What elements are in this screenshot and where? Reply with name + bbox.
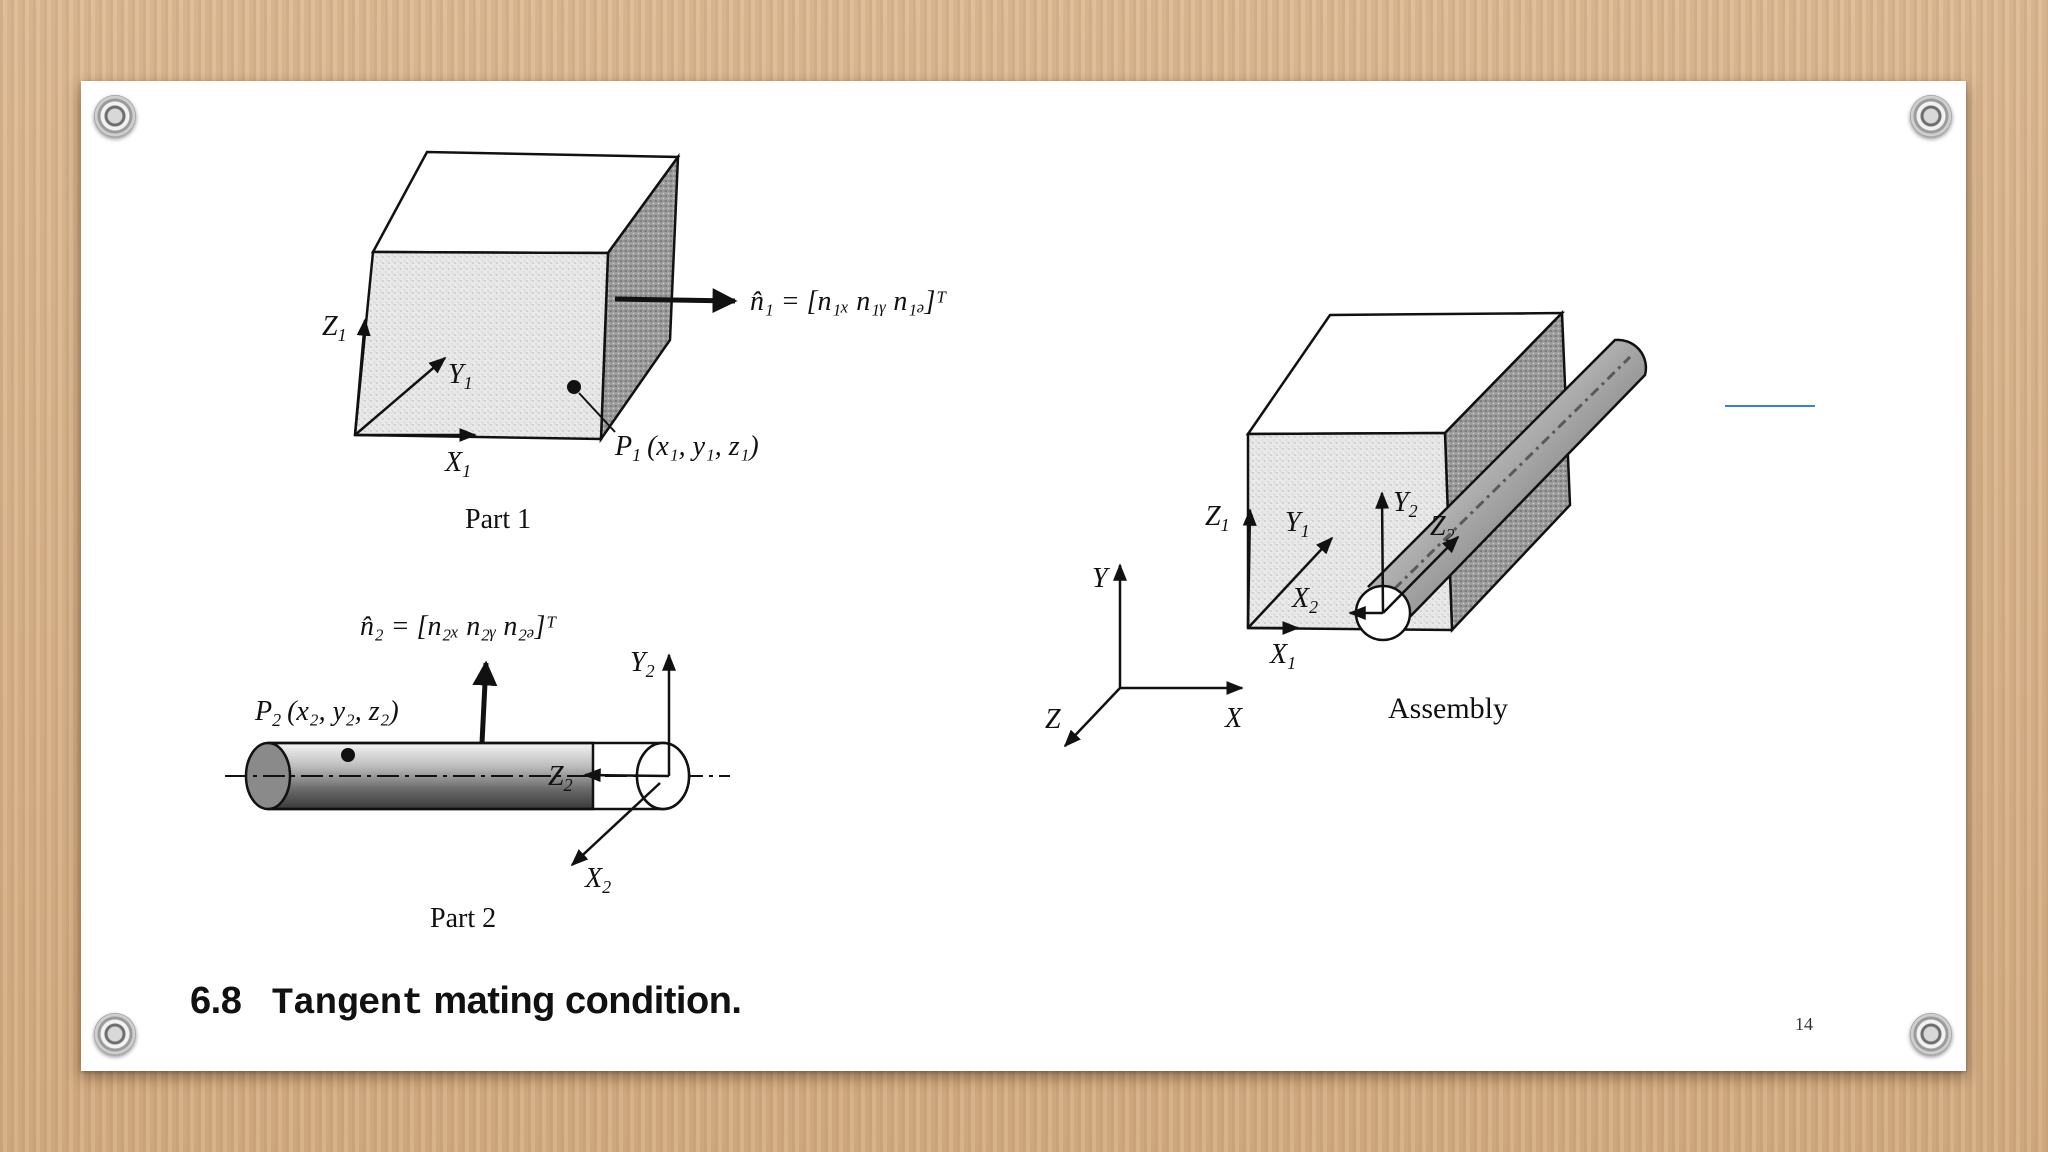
part1-normal-label: n̂₁ = [n₁ₓ n₁ᵧ n₁ₔ]ᵀ: [750, 286, 947, 317]
figure-image: Z1 Y1 X1 P1(x₁, y₁, z₁) n̂₁ = [n₁ₓ n₁ᵧ n…: [190, 135, 1725, 1055]
part1-axes: [353, 318, 477, 442]
rivet-top-left-icon: [94, 95, 136, 137]
part1-block: [353, 150, 681, 444]
part2-normal-label: n̂₂ = [n₂ₓ n₂ᵧ n₂ₔ]ᵀ: [360, 611, 557, 642]
part2-label: Part 2: [430, 903, 496, 934]
part2-normal-arrow: [472, 660, 498, 744]
tangent-mating-diagram: Z1 Y1 X1 P1(x₁, y₁, z₁) n̂₁ = [n₁ₓ n₁ᵧ n…: [225, 150, 1648, 934]
part1-axis-y-label: Y1: [448, 359, 473, 393]
part2-axis-y-label: Y2: [630, 647, 655, 681]
figure-caption: 6.8 Tangent mating condition.: [190, 980, 742, 1030]
page-number: 14: [1795, 1014, 1813, 1034]
part1-axis-z-label: Z1: [322, 311, 347, 345]
assembly-z1-label: Z1: [1205, 501, 1230, 535]
global-axis-y-label: Y: [1092, 563, 1111, 594]
global-axis-z-label: Z: [1045, 704, 1061, 735]
part1-label: Part 1: [465, 504, 531, 535]
part1-point-marker: [567, 380, 581, 394]
part1-point-label: P1(x₁, y₁, z₁): [614, 431, 759, 465]
rivet-bottom-left-icon: [94, 1013, 136, 1055]
assembly-z2-label: Z2: [1430, 511, 1455, 545]
caption-title-rest: mating condition.: [433, 980, 742, 1022]
rivet-bottom-right-icon: [1910, 1013, 1952, 1055]
global-axis-x-label: X: [1224, 703, 1243, 734]
part2-axes: [570, 653, 676, 867]
assembly-axes: [1242, 491, 1460, 635]
assembly-x2-label: X2: [1291, 583, 1318, 617]
part2-axis-z-label: Z2: [548, 761, 573, 795]
part2-point-marker: [341, 748, 355, 762]
part2-axis-x-label: X2: [584, 863, 611, 897]
assembly-y2-label: Y2: [1393, 487, 1418, 521]
assembly-x1-label: X1: [1269, 639, 1296, 673]
rivet-top-right-icon: [1910, 95, 1952, 137]
decorative-line: [1725, 405, 1815, 407]
part1-axis-x-label: X1: [444, 447, 471, 481]
part2-point-label: P2(x₂, y₂, z₂): [254, 696, 399, 730]
caption-number: 6.8: [190, 980, 242, 1022]
assembly-label: Assembly: [1388, 692, 1508, 725]
global-axes: [1063, 563, 1244, 748]
assembly-y1-label: Y1: [1285, 507, 1310, 541]
caption-title-mono: Tangent: [271, 983, 424, 1025]
part1-normal-arrow: [614, 288, 738, 314]
